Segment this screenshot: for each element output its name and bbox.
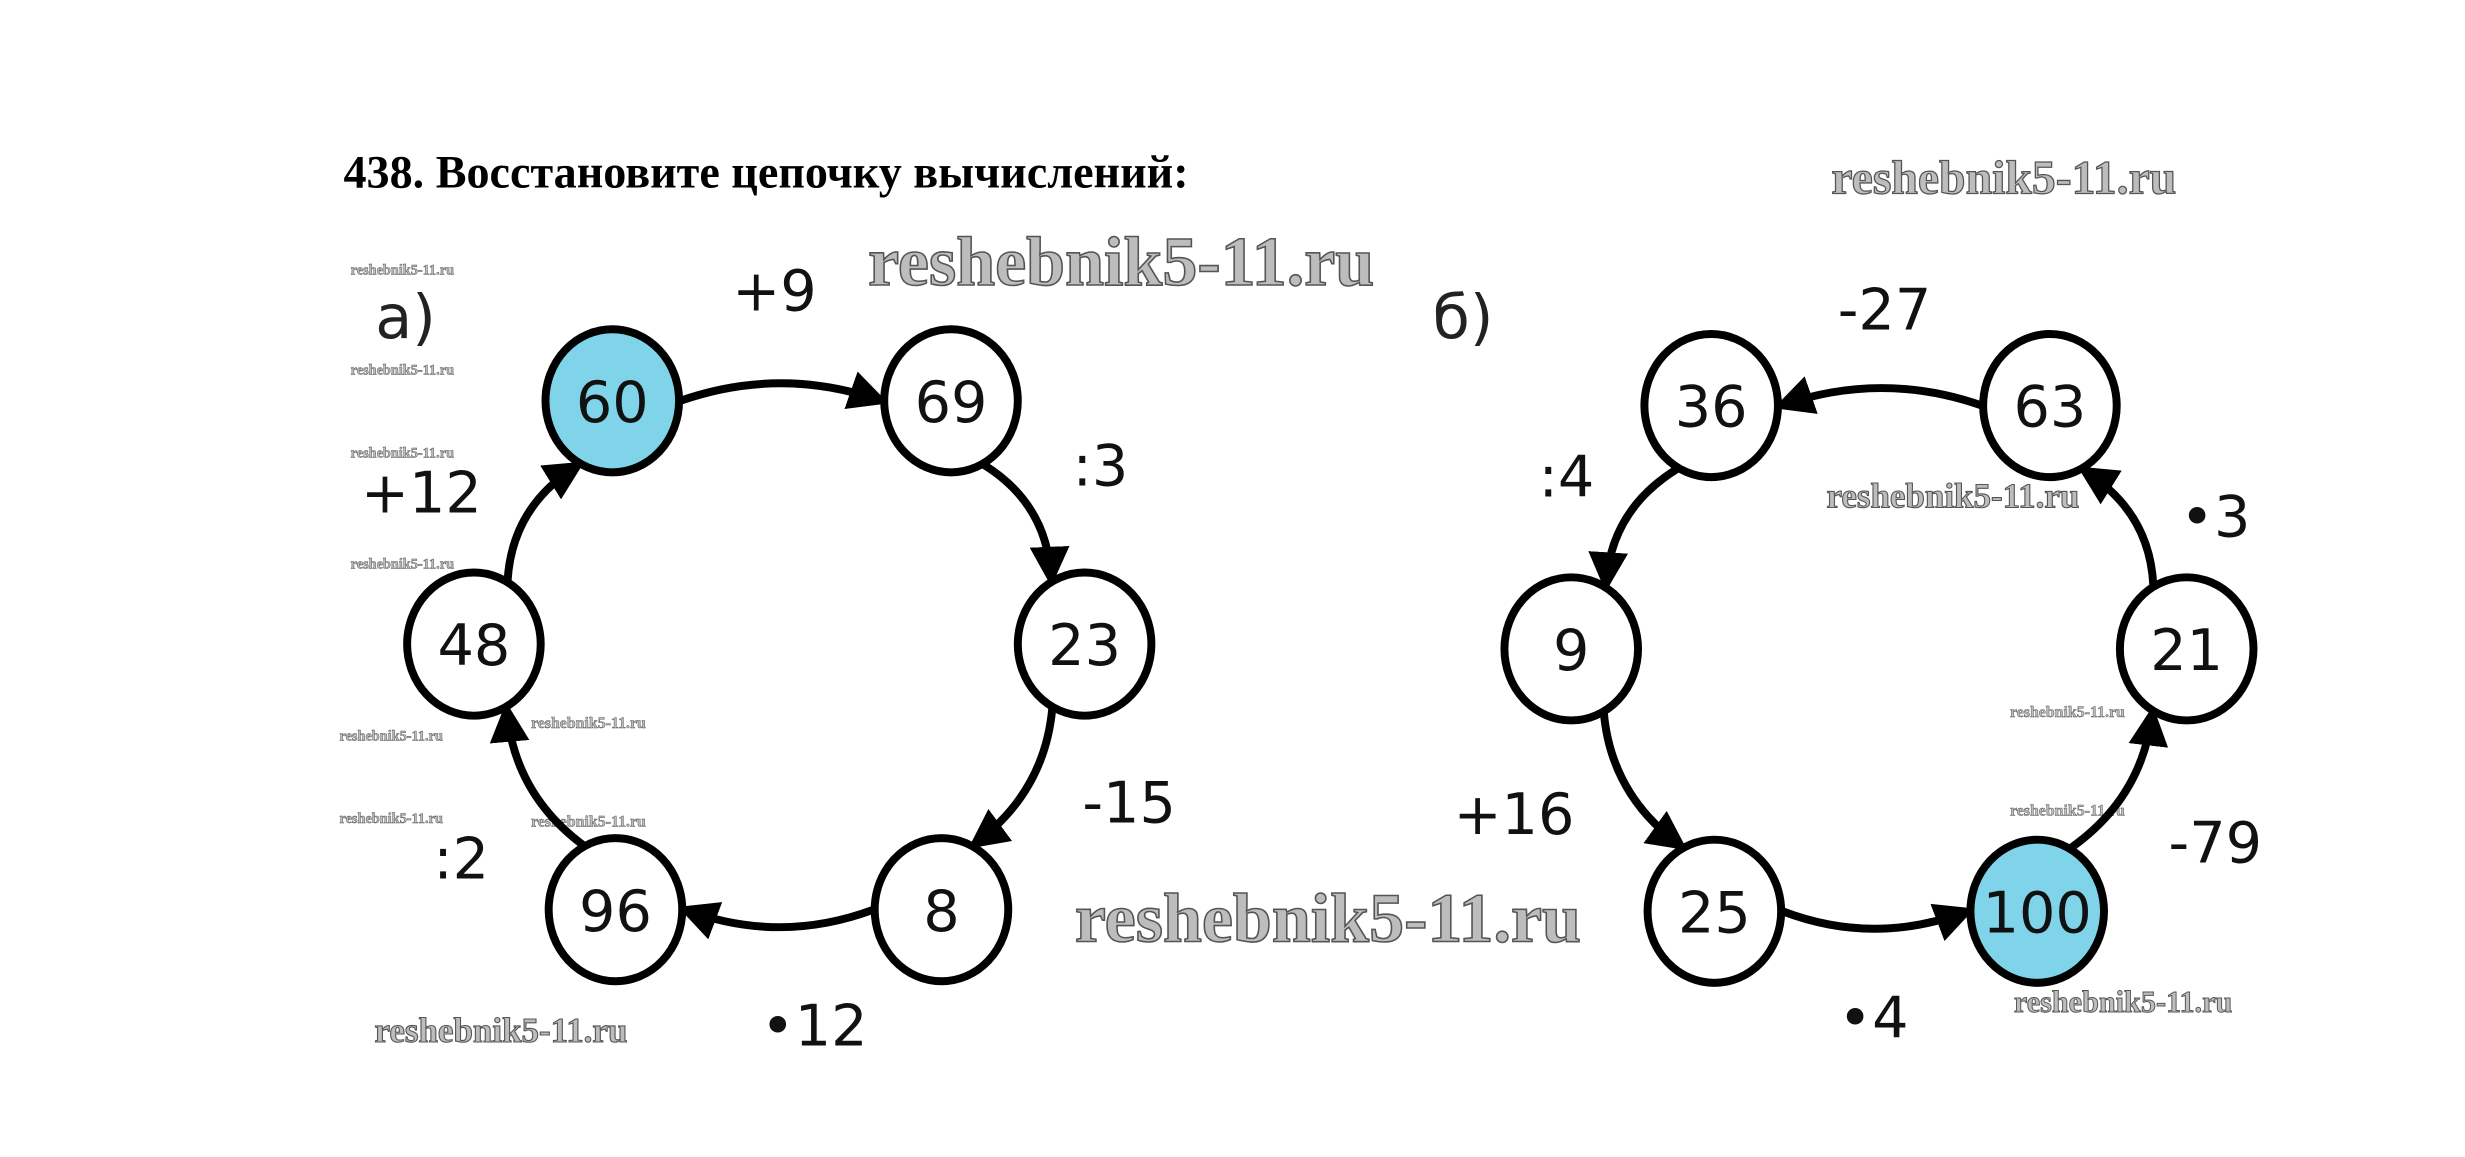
watermark-text: reshebnik5-11.ru (351, 445, 454, 461)
node-circle (2115, 573, 2258, 725)
watermark-text: reshebnik5-11.ru (1826, 477, 2079, 516)
operation-label: +12 (361, 460, 482, 527)
watermark-text: reshebnik5-11.ru (1831, 152, 2176, 205)
node: 25 (1643, 835, 1786, 987)
operation-label: :4 (1539, 444, 1595, 511)
node: 69 (880, 325, 1022, 477)
part-label: а) (375, 283, 436, 353)
operation-label: :3 (1073, 432, 1129, 499)
operation-label: :2 (433, 825, 489, 892)
operation-label: •3 (2180, 483, 2250, 550)
watermark-text: reshebnik5-11.ru (374, 1011, 627, 1050)
node-value: 48 (437, 612, 510, 679)
operation-label: -27 (1838, 277, 1932, 344)
node-circle (403, 568, 545, 720)
operation-label: +16 (1454, 781, 1575, 848)
node-circle (1640, 330, 1782, 482)
node-value: 25 (1678, 879, 1751, 946)
node: 96 (544, 834, 687, 986)
node-value: 23 (1048, 612, 1121, 679)
watermark-text: reshebnik5-11.ru (351, 557, 454, 573)
node-circle (880, 325, 1022, 477)
watermark-text: reshebnik5-11.ru (531, 715, 646, 732)
node-value: 63 (2013, 374, 2086, 441)
arrow-edge (2077, 466, 2158, 586)
arrow-edge (2068, 705, 2169, 852)
node-circle (1979, 330, 2121, 482)
part-label: б) (1433, 283, 1494, 353)
arrow-edge (677, 902, 875, 940)
node-circle (1013, 568, 1156, 720)
node-highlighted: 100 (1966, 835, 2108, 987)
arrow-edge (1599, 712, 1688, 851)
node-value: 9 (1553, 617, 1589, 684)
node-circle (1643, 835, 1786, 987)
node-circle (541, 325, 684, 477)
node: 9 (1500, 573, 1643, 725)
node-value: 8 (923, 878, 959, 945)
watermark-text: reshebnik5-11.ru (351, 363, 454, 379)
node-value: 36 (1675, 374, 1748, 441)
node-circle (1966, 835, 2108, 987)
node: 8 (870, 834, 1013, 986)
node-value: 69 (915, 369, 988, 436)
node-value: 100 (1983, 879, 2092, 946)
arrow-edge (1588, 465, 1680, 593)
node-value: 96 (579, 878, 652, 945)
watermark-text: reshebnik5-11.ru (340, 811, 443, 827)
watermark-text: reshebnik5-11.ru (340, 728, 443, 744)
watermark-text: reshebnik5-11.ru (351, 262, 454, 278)
node-circle (544, 834, 687, 986)
arrow-edge (679, 371, 889, 410)
operation-label: +9 (732, 258, 816, 325)
node-value: 21 (2150, 617, 2223, 684)
operation-label: -15 (1082, 770, 1176, 837)
node-highlighted: 60 (541, 325, 684, 477)
node-circle (870, 834, 1013, 986)
chain-diagram-1: а) 60 69 23 8 96 48 +9 :3 -15 •12 :2 +12 (361, 258, 1176, 1060)
watermark-text: reshebnik5-11.ru (2010, 803, 2125, 820)
watermark-text: reshebnik5-11.ru (2010, 704, 2125, 721)
node: 36 (1640, 330, 1782, 482)
arrow-edge (968, 707, 1057, 849)
watermark-text: reshebnik5-11.ru (2014, 985, 2232, 1019)
node: 21 (2115, 573, 2258, 725)
arrow-edge (1781, 903, 1975, 942)
node: 48 (403, 568, 545, 720)
node-value: 60 (576, 369, 649, 436)
arrow-edge (1773, 376, 1984, 414)
operation-label: -79 (2169, 809, 2263, 876)
exercise-title: 438. Восстановите цепочку вычислений: (344, 147, 1189, 198)
node: 23 (1013, 568, 1156, 720)
arrow-edge (981, 461, 1070, 587)
operation-label: •4 (1838, 984, 1908, 1051)
watermark-text: reshebnik5-11.ru (868, 224, 1374, 301)
node-circle (1500, 573, 1643, 725)
arrow-edge (489, 702, 586, 849)
watermark-text: reshebnik5-11.ru (1075, 881, 1581, 958)
chain-diagram-2: б) 36 63 21 100 25 9 -27 •3 -79 •4 +16 :4 (1433, 277, 2262, 1052)
arrow-edge (503, 461, 585, 581)
operation-label: •12 (761, 992, 868, 1059)
node: 63 (1979, 330, 2121, 482)
